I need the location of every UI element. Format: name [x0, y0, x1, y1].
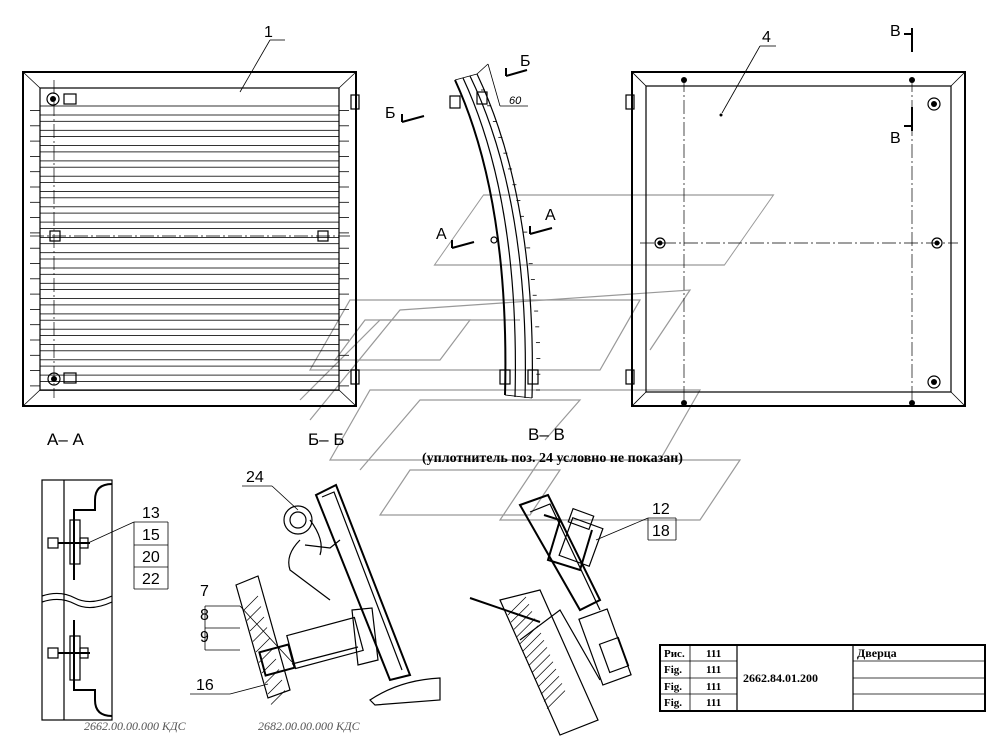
louvre-slat	[39, 197, 340, 208]
tb-row1-num: 111	[706, 648, 721, 660]
label-pos12: 12	[652, 501, 670, 518]
fastener-top-left	[46, 92, 60, 106]
louvre-slat	[39, 380, 340, 391]
tb-row4-num: 111	[706, 697, 721, 709]
view-back-panel: 4	[625, 29, 966, 407]
louvre-slat	[39, 319, 340, 330]
louvre-slat	[39, 365, 340, 376]
fastener-bottom-left	[47, 372, 61, 386]
svg-text:В: В	[890, 23, 901, 40]
view-front-louvre: 1	[22, 24, 360, 407]
tb-designation: 2662.84.01.200	[743, 671, 818, 685]
louvre-slat	[39, 105, 340, 116]
svg-text:А: А	[545, 207, 556, 224]
section-title-bb: Б– Б	[308, 430, 345, 449]
section-bb-drawing: 24 7 8 9 16	[190, 469, 441, 706]
tb-row3-label: Fig.	[664, 681, 682, 693]
label-pos13: 13	[142, 505, 160, 522]
label-angle: 60	[509, 95, 522, 107]
label-pos18: 18	[652, 523, 670, 540]
tb-name: Дверца	[857, 646, 897, 660]
section-mark-a-left: А	[436, 226, 475, 249]
section-title-vv: В– В	[528, 425, 565, 444]
louvre-slat	[39, 304, 340, 315]
louvre-slat	[39, 166, 340, 177]
louvre-slat	[39, 243, 340, 254]
louvre-slat	[39, 136, 340, 147]
label-pos20: 20	[142, 549, 160, 566]
label-pos9: 9	[200, 629, 209, 646]
title-block: Рис. 111 Fig. 111 Fig. 111 Fig. 111 2662…	[659, 644, 986, 712]
label-pos15: 15	[142, 527, 160, 544]
section-mark-v-top: В	[890, 23, 913, 52]
section-title-aa: А– А	[47, 430, 85, 449]
section-note: (уплотнитель поз. 24 условно не показан)	[422, 451, 683, 466]
section-mark-v-mid: В	[890, 107, 913, 147]
louvre-slat	[39, 212, 340, 223]
view-side-profile: 60	[449, 63, 541, 399]
louvre-slat	[39, 120, 340, 131]
label-pos7: 7	[200, 583, 209, 600]
section-mark-a-right: А	[529, 207, 556, 235]
section-mark-b-top: Б	[505, 53, 531, 77]
label-pos24: 24	[246, 469, 264, 486]
svg-text:В: В	[890, 130, 901, 147]
louvre-slat	[39, 273, 340, 284]
label-pos22: 22	[142, 571, 160, 588]
tb-row3-num: 111	[706, 681, 721, 693]
drawing-code-left: 2662.00.00.000 КДС	[84, 719, 187, 733]
tb-row2-label: Fig.	[664, 664, 682, 676]
label-pos4: 4	[762, 29, 771, 46]
louvre-slat	[39, 151, 340, 162]
watermark-logo	[299, 194, 775, 521]
svg-text:А: А	[436, 226, 447, 243]
louvre-slat	[39, 182, 340, 192]
louvre-slat	[39, 350, 340, 361]
tb-row2-num: 111	[706, 664, 721, 676]
section-mark-b-left: Б	[385, 105, 425, 123]
svg-text:Б: Б	[385, 105, 396, 122]
label-pos16: 16	[196, 677, 214, 694]
louvre-slat	[39, 335, 340, 345]
louvre-slat	[39, 258, 340, 269]
svg-text:Б: Б	[520, 53, 531, 70]
tb-row4-label: Fig.	[664, 697, 682, 709]
label-pos8: 8	[200, 607, 209, 624]
label-pos1: 1	[264, 24, 273, 41]
tb-row1-label: Рис.	[664, 648, 685, 660]
drawing-code-right: 2682.00.00.000 КДС	[258, 719, 361, 733]
section-vv-drawing: 12 18	[469, 493, 677, 736]
louvre-slat	[39, 289, 340, 300]
section-aa-drawing: 13 15 20 22	[41, 479, 169, 721]
